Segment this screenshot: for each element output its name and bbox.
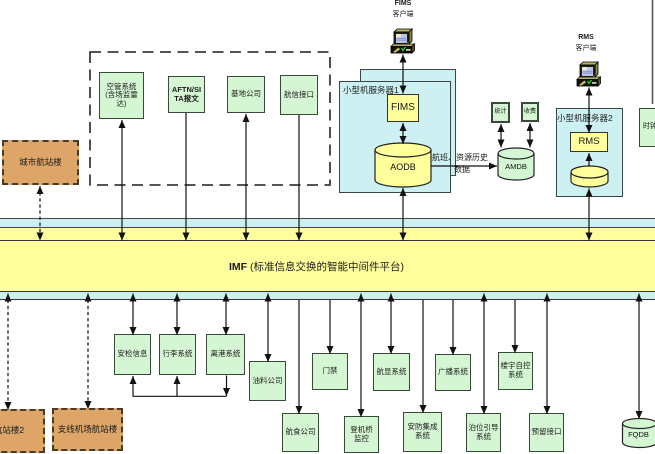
svg-text:FQDB: FQDB	[628, 430, 649, 439]
svg-text:AMDB: AMDB	[505, 162, 527, 171]
svg-text:AODB: AODB	[390, 162, 416, 172]
